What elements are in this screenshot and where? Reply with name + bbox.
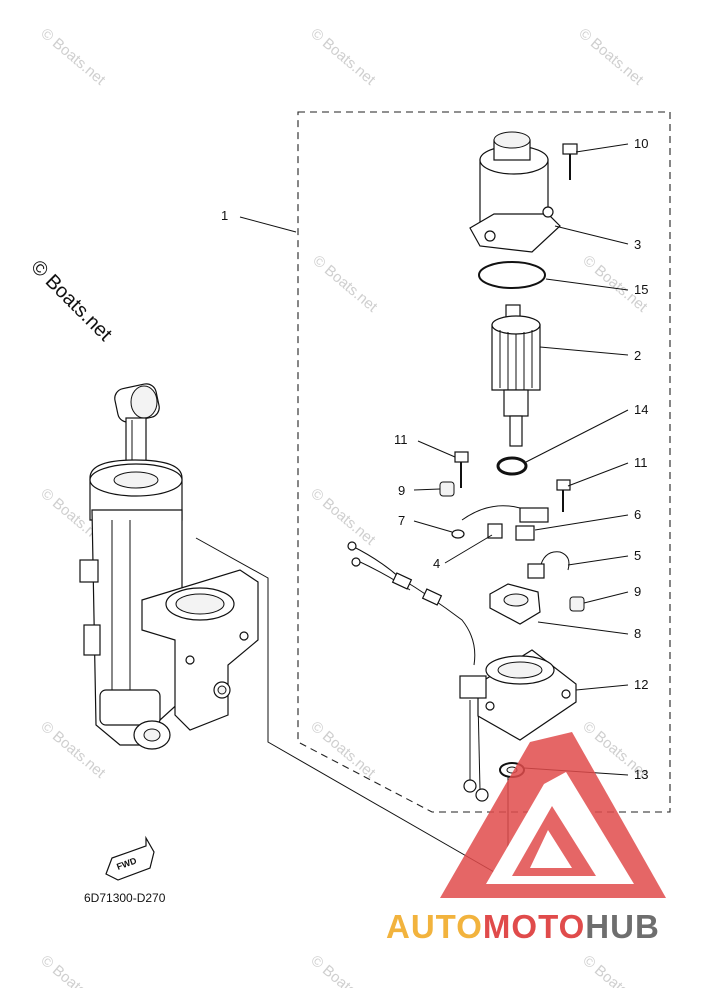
screw-part-11-right <box>556 479 571 512</box>
watermark: © Boats.net <box>307 485 379 549</box>
spring-part-9-upper <box>439 481 455 497</box>
fwd-arrow-icon: FWD <box>105 835 155 881</box>
brush-plate-part-8 <box>489 583 541 625</box>
callout-numbers: 1 2 3 4 5 6 7 8 9 9 10 11 11 12 13 14 15 <box>221 136 648 782</box>
o-ring-part-15 <box>478 261 546 289</box>
motor-housing-part-3 <box>469 131 561 253</box>
brush-holder <box>519 507 549 523</box>
callout-7: 7 <box>398 513 405 528</box>
armature-part-2 <box>491 304 541 447</box>
bolt-part-10 <box>562 143 578 180</box>
watermark: © Boats.net <box>37 25 109 89</box>
callout-1: 1 <box>221 208 228 223</box>
callout-9-lower: 9 <box>634 584 641 599</box>
watermark: © Boats.net <box>309 252 381 316</box>
logo-wordmark: AUTOMOTOHUB <box>386 908 660 945</box>
screw-part-11-left <box>454 451 469 488</box>
callout-6: 6 <box>634 507 641 522</box>
diagram-code: 6D71300-D270 <box>84 891 166 905</box>
brush-lead <box>461 505 521 521</box>
watermark: © Boats.net <box>575 25 647 89</box>
watermark: © Boats.net <box>579 952 651 988</box>
callout-3: 3 <box>634 237 641 252</box>
callout-4: 4 <box>433 556 440 571</box>
brush-assembly-part-5 <box>527 551 570 579</box>
washer-part-14 <box>496 456 528 476</box>
callout-8: 8 <box>634 626 641 641</box>
watermark: © Boats.net <box>307 952 379 988</box>
lower-housing-part-12 <box>459 649 577 741</box>
brush-part-6 <box>515 525 535 541</box>
callout-13: 13 <box>634 767 648 782</box>
logo-part-moto: MOTO <box>483 908 585 945</box>
callout-11-right: 11 <box>634 455 648 470</box>
brush-part-4 <box>487 523 503 539</box>
tilt-cylinder-assembly <box>79 383 259 750</box>
callout-12: 12 <box>634 677 648 692</box>
callout-10: 10 <box>634 136 648 151</box>
callout-15: 15 <box>634 282 648 297</box>
watermark-dark: © Boats.net <box>26 256 116 346</box>
callout-2: 2 <box>634 348 641 363</box>
spring-part-9-lower <box>569 596 585 612</box>
callout-14: 14 <box>634 402 648 417</box>
watermark: © Boats.net <box>307 718 379 782</box>
watermark: © Boats.net <box>307 25 379 89</box>
washer-part-7 <box>451 529 465 539</box>
automotohub-logo: AUTOMOTOHUB <box>386 732 666 945</box>
callout-5: 5 <box>634 548 641 563</box>
logo-triangle-icon <box>440 732 666 898</box>
callout-11-left: 11 <box>394 432 408 447</box>
logo-part-hub: HUB <box>585 908 660 945</box>
logo-part-auto: AUTO <box>386 908 483 945</box>
wire-harness <box>347 541 489 802</box>
callout-9-upper: 9 <box>398 483 405 498</box>
watermark: © Boats.net <box>37 952 109 988</box>
